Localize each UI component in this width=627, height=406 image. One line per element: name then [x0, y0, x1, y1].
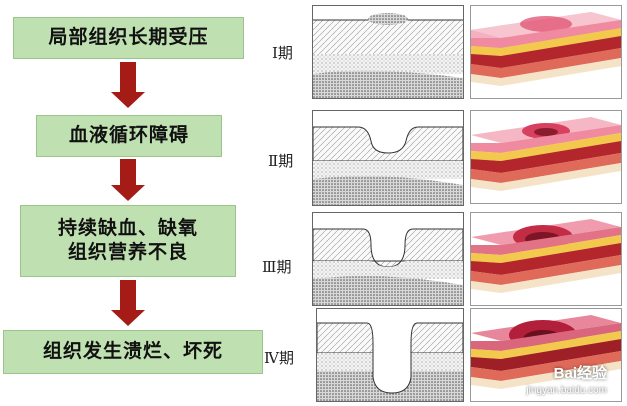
baidu-watermark-url: jingyan.baidu.com: [526, 385, 607, 396]
stage-label-1: Ⅰ期: [272, 44, 293, 62]
stage-label-4: Ⅳ期: [264, 349, 294, 367]
flow-step-3-line-1: 持续缺血、缺氧: [57, 217, 198, 240]
flow-step-2: 血液循环障碍: [36, 115, 222, 157]
stage-3-tissue-image: [470, 212, 622, 306]
flow-step-1: 局部组织长期受压: [13, 17, 244, 59]
stage-2-diagram: [312, 110, 464, 206]
stage-label-2: Ⅱ期: [268, 152, 294, 170]
stage-2-tissue-image: [470, 110, 622, 204]
baidu-watermark: Bai经验: [553, 365, 607, 382]
flow-step-3: 持续缺血、缺氧 组织营养不良: [20, 205, 236, 277]
flow-step-2-text: 血液循环障碍: [68, 124, 189, 147]
stage-1-tissue-image: [470, 5, 622, 99]
stage-4-diagram: [316, 308, 464, 402]
flow-arrow-3: [111, 280, 145, 326]
flow-arrow-2: [111, 159, 145, 201]
stage-3-diagram: [312, 212, 464, 306]
flow-step-3-line-2: 组织营养不良: [67, 241, 188, 263]
flow-step-4: 组织发生溃烂、坏死: [3, 330, 263, 374]
flow-step-1-text: 局部组织长期受压: [48, 26, 209, 49]
stage-label-3: Ⅲ期: [262, 258, 292, 276]
stage-1-diagram: [312, 5, 464, 99]
flow-step-4-text: 组织发生溃烂、坏死: [42, 340, 223, 363]
flow-arrow-1: [111, 62, 145, 108]
stage-4-tissue-image: Bai经验 jingyan.baidu.com: [470, 308, 622, 402]
